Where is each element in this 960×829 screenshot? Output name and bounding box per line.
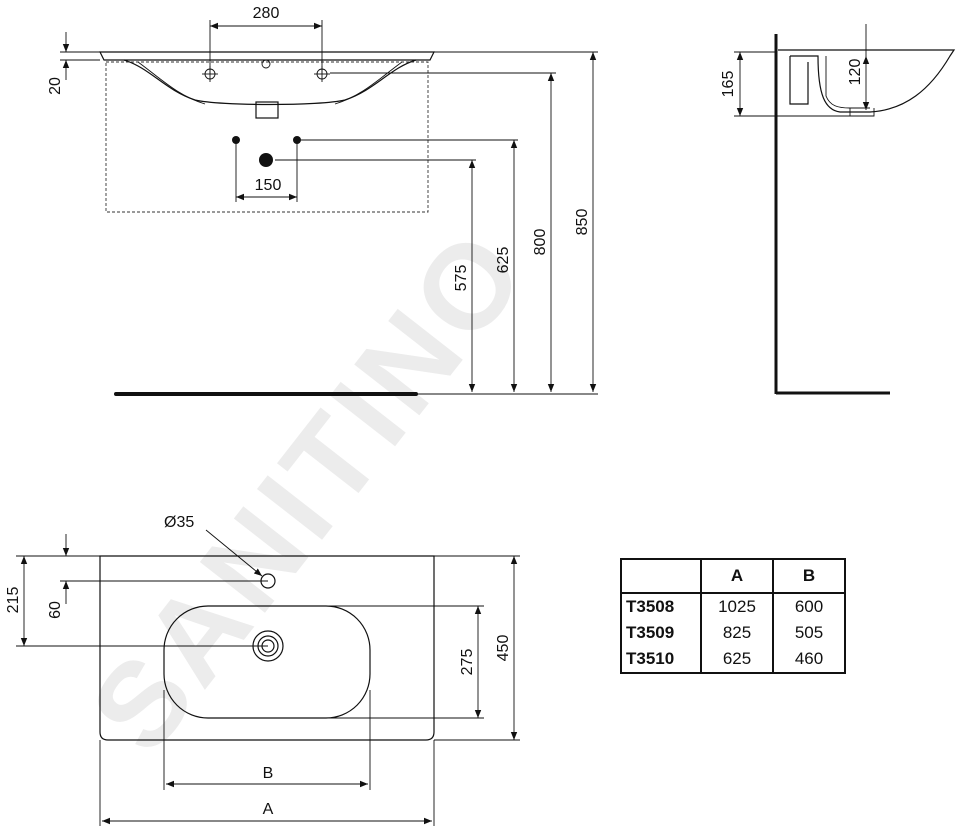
table-header-cell: B — [772, 558, 846, 594]
table-row: T3509 825 505 — [620, 620, 846, 646]
table-cell-b: 505 — [772, 620, 846, 646]
dim-side-bowl-depth: 120 — [847, 59, 864, 86]
waste-outlet — [255, 101, 279, 119]
waste-connection — [259, 153, 273, 167]
plan-outline — [99, 555, 435, 741]
front-bowl — [123, 59, 417, 106]
dim-waste-height: 625 — [495, 247, 512, 274]
table-cell-code: T3509 — [620, 620, 702, 646]
dimension-table: A B T3508 1025 600 T3509 825 505 T3510 6… — [620, 558, 846, 674]
dim-rim-height-upper: 850 — [574, 209, 591, 236]
table-cell-b: 600 — [772, 593, 846, 620]
dim-bowl-depth: 275 — [459, 649, 476, 676]
table-header-cell — [620, 558, 702, 594]
table-row: T3510 625 460 — [620, 646, 846, 674]
table-cell-code: T3508 — [620, 593, 702, 620]
table-header-row: A B — [620, 558, 846, 594]
dim-inlet-spacing: 150 — [255, 177, 282, 194]
watermark-text: SANITINO — [65, 204, 553, 776]
table-cell-a: 1025 — [700, 593, 774, 620]
dim-inlet-height: 575 — [453, 265, 470, 292]
cabinet-outline — [105, 61, 429, 213]
table-row: T3508 1025 600 — [620, 593, 846, 620]
dim-tap-spacing: 280 — [253, 5, 280, 22]
dim-side-depth: 165 — [720, 71, 737, 98]
dim-total-depth: 450 — [495, 635, 512, 662]
dim-rim-height-lower: 800 — [532, 229, 549, 256]
dim-width-total: A — [263, 801, 274, 818]
table-cell-b: 460 — [772, 646, 846, 674]
table-header-cell: A — [700, 558, 774, 594]
dim-edge-to-tap: 60 — [47, 601, 64, 619]
front-view: 280 20 150 575 625 800 850 — [47, 5, 598, 396]
dim-edge-to-drain: 215 — [5, 587, 22, 614]
dim-width-bowl: B — [263, 765, 274, 782]
table-cell-code: T3510 — [620, 646, 702, 674]
side-view: 165 120 — [720, 24, 956, 395]
plan-bowl — [163, 605, 371, 719]
dim-tap-hole: Ø35 — [164, 514, 194, 531]
table-cell-a: 625 — [700, 646, 774, 674]
plan-view: Ø35 215 60 275 450 B A — [5, 514, 520, 826]
front-rim — [99, 51, 435, 61]
table-cell-a: 825 — [700, 620, 774, 646]
dim-lip: 20 — [47, 77, 64, 95]
